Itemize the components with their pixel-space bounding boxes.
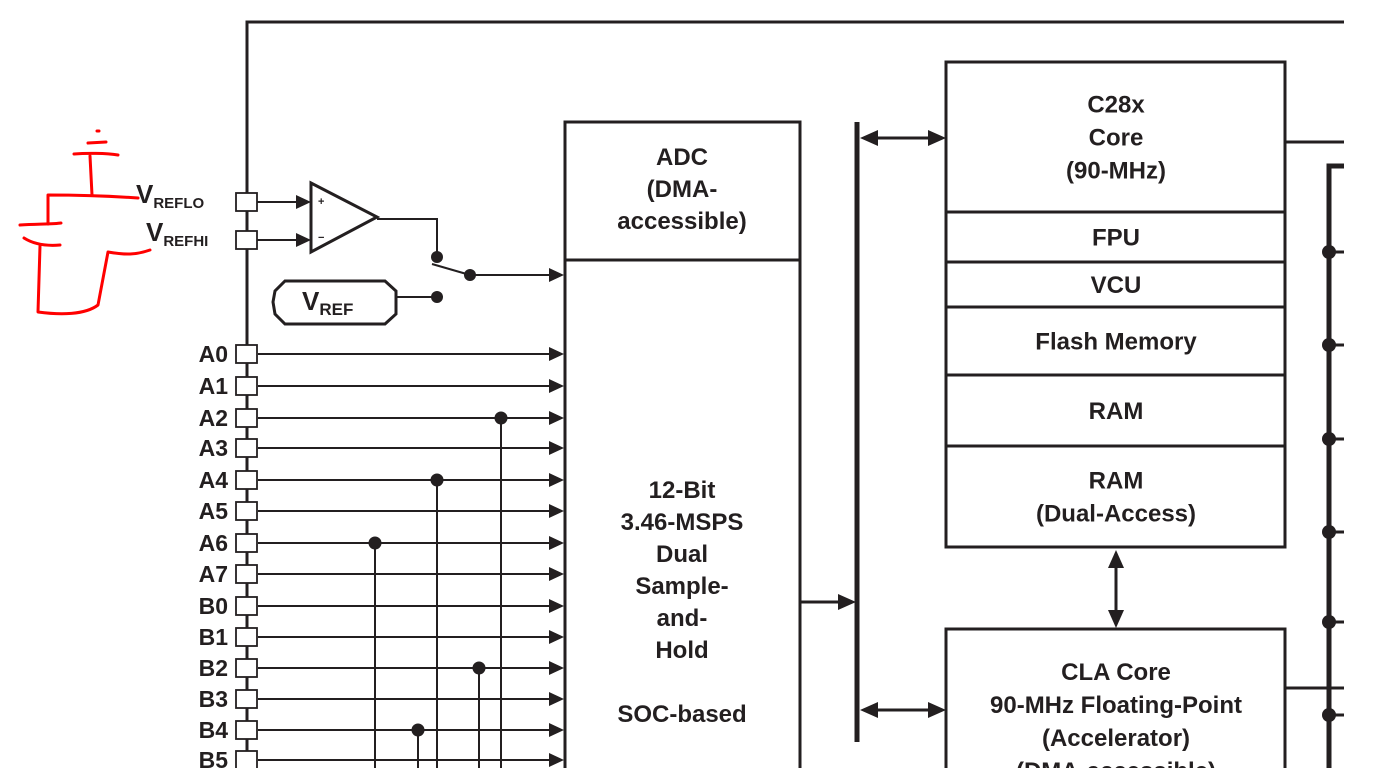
cpu-block-ram: RAM [944, 373, 1287, 448]
vreflo-pin [235, 192, 311, 212]
pin-b3: B3 [199, 686, 564, 712]
svg-text:(DMA-: (DMA- [647, 176, 718, 203]
arrow-icon [549, 504, 564, 518]
arrow-icon [549, 599, 564, 613]
arrow-icon [549, 536, 564, 550]
arrow-icon [549, 411, 564, 425]
tap-dot-b4 [411, 723, 425, 737]
vreflo-label: VREFLO [136, 179, 205, 212]
pin-label: B2 [199, 655, 228, 681]
cpu-block-label: FPU [1092, 225, 1140, 252]
adc-spec-line: Hold [655, 637, 708, 664]
arrow-icon [549, 753, 564, 767]
adc-spec-line: 3.46-MSPS [621, 509, 744, 536]
cpu-block-label: RAM [1089, 398, 1144, 425]
arrow-icon [549, 567, 564, 581]
adc-spec-line: Sample- [635, 573, 728, 600]
arrow-icon [549, 692, 564, 706]
cpu-block-ram-dual: RAM (Dual-Access) [944, 444, 1287, 549]
tap-dot-a4 [430, 473, 444, 487]
arrow-icon [549, 347, 564, 361]
vrefhi-pin [235, 230, 311, 250]
handdrawn-battery-annotation [18, 129, 152, 316]
pin-a4: A4 [199, 467, 564, 493]
pin-b0: B0 [199, 593, 564, 619]
arrow-icon [549, 441, 564, 455]
bus-cla-arrow [860, 702, 946, 718]
arrow-icon [549, 661, 564, 675]
arrow-icon [549, 630, 564, 644]
cpu-block-label: (90-MHz) [1066, 158, 1166, 185]
svg-text:−: − [318, 232, 324, 244]
arrow-icon [549, 723, 564, 737]
adc-spec-line: Dual [656, 541, 708, 568]
vrefhi-label: VREFHI [146, 217, 208, 250]
tap-dot-b2 [472, 661, 486, 675]
svg-text:VREF: VREF [302, 286, 353, 319]
internal-vref: VREF [271, 279, 398, 326]
pin-a7: A7 [199, 561, 564, 587]
adc-header-block: ADC (DMA- accessible) [563, 120, 802, 262]
adc-spec-line: SOC-based [617, 701, 746, 728]
pin-label: A7 [199, 561, 228, 587]
cpu-block-vcu: VCU [944, 260, 1287, 309]
cpu-block-flash: Flash Memory [944, 305, 1287, 377]
system-bus [1322, 163, 1344, 768]
pin-label: A4 [199, 467, 229, 493]
pin-label: A0 [199, 341, 228, 367]
tap-dot-a6 [368, 536, 382, 550]
pin-a5: A5 [199, 498, 564, 524]
arrow-icon [549, 473, 564, 487]
reference-opamp: + − [309, 180, 438, 257]
adc-to-bus-arrow [800, 594, 856, 610]
pin-b2: B2 [199, 655, 564, 681]
pin-label: B4 [199, 717, 229, 743]
cpu-block-label: RAM [1089, 468, 1144, 495]
svg-text:(Accelerator): (Accelerator) [1042, 725, 1190, 752]
adc-spec-line: 12-Bit [649, 477, 716, 504]
svg-text:CLA Core: CLA Core [1061, 659, 1171, 686]
pin-b4: B4 [199, 717, 564, 743]
pin-label: A5 [199, 498, 229, 524]
pin-a1: A1 [199, 373, 564, 399]
pin-label: A2 [199, 405, 228, 431]
arrow-icon [549, 379, 564, 393]
adc-spec-line: and- [657, 605, 708, 632]
tap-dot-a2 [494, 411, 508, 425]
pin-label: B5 [199, 747, 229, 773]
pin-label: B1 [199, 624, 229, 650]
pin-label: B0 [199, 593, 228, 619]
pin-label: A1 [199, 373, 229, 399]
cpu-block-label: Core [1089, 125, 1144, 152]
reference-switch [396, 251, 564, 303]
svg-text:(DMA-accessible): (DMA-accessible) [1016, 758, 1216, 783]
pin-a2: A2 [199, 405, 564, 431]
pin-a6: A6 [199, 530, 564, 556]
adc-title: ADC [656, 144, 708, 171]
pin-b5: B5 [199, 747, 564, 773]
cpu-block-fpu: FPU [944, 210, 1287, 264]
cpu-block-label: (Dual-Access) [1036, 501, 1196, 528]
cpu-block-label: C28x [1087, 92, 1145, 119]
pin-label: B3 [199, 686, 228, 712]
cpu-block-label: Flash Memory [1035, 329, 1197, 356]
cpu-block-label: VCU [1091, 272, 1142, 299]
svg-text:accessible): accessible) [617, 208, 746, 235]
pin-label: A3 [199, 435, 228, 461]
pin-label: A6 [199, 530, 228, 556]
ram-cla-arrow [1108, 550, 1124, 628]
pin-a3: A3 [199, 435, 564, 461]
svg-text:90-MHz Floating-Point: 90-MHz Floating-Point [990, 692, 1242, 719]
pin-a0: A0 [199, 341, 564, 367]
svg-text:+: + [318, 196, 324, 208]
bus-c28x-arrow [860, 130, 946, 146]
pin-b1: B1 [199, 624, 564, 650]
cla-block: CLA Core 90-MHz Floating-Point (Accelera… [944, 627, 1287, 783]
